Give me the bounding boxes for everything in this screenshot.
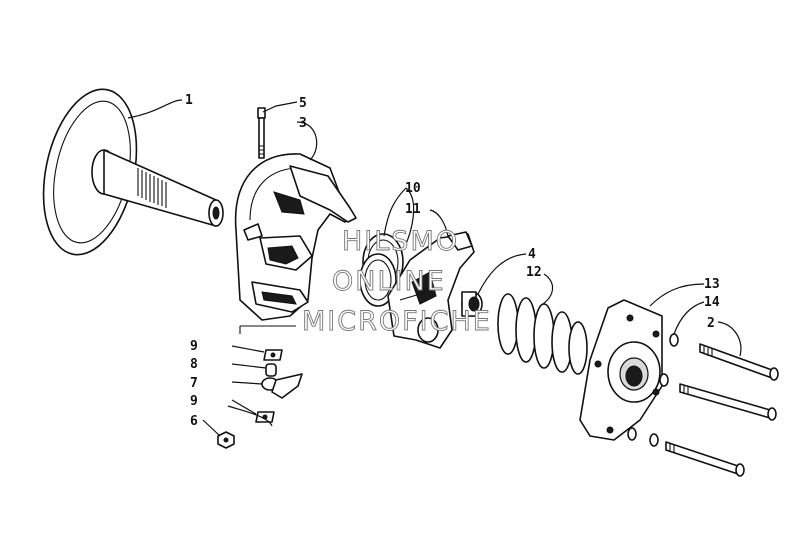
part-5-bolt[interactable] <box>257 107 266 159</box>
callout-3: 3 <box>299 116 307 131</box>
callout-4: 4 <box>528 247 536 262</box>
leader-lines <box>127 99 742 437</box>
part-11-cam-arm[interactable] <box>387 231 475 349</box>
part-9-washer-upper[interactable] <box>263 349 283 361</box>
part-3-spider-cover[interactable] <box>234 153 357 334</box>
callout-9-lower: 9 <box>190 394 198 409</box>
callout-11: 11 <box>405 202 421 217</box>
watermark-line-1: HILSMO <box>342 226 459 257</box>
callout-14: 14 <box>704 295 720 310</box>
part-10-o-rings[interactable] <box>359 233 404 307</box>
callout-9-upper: 9 <box>190 339 198 354</box>
part-12-spring[interactable] <box>497 293 588 375</box>
callout-labels: 1 2 3 4 5 6 7 8 9 9 10 11 12 13 14 <box>185 93 720 429</box>
callout-10: 10 <box>405 181 421 196</box>
callout-2: 2 <box>707 316 715 331</box>
part-8-roller[interactable] <box>265 363 277 377</box>
watermark: HILSMO ONLINE MICROFICHE <box>302 226 492 338</box>
part-2-screws[interactable] <box>665 343 779 477</box>
part-1-movable-sheave[interactable] <box>29 81 224 264</box>
part-14-washers[interactable] <box>627 333 679 447</box>
part-7-weight-arm[interactable] <box>261 373 303 399</box>
callout-12: 12 <box>526 265 542 280</box>
callout-6: 6 <box>190 414 198 429</box>
part-9-washer-lower[interactable] <box>255 411 275 423</box>
watermark-line-3: MICROFICHE <box>302 306 492 337</box>
callout-5: 5 <box>299 96 307 111</box>
callout-13: 13 <box>704 277 720 292</box>
callout-7: 7 <box>190 376 198 391</box>
part-4-nut[interactable] <box>461 291 483 317</box>
part-6-nut[interactable] <box>217 431 235 449</box>
part-13-end-cap[interactable] <box>579 299 663 441</box>
watermark-line-2: ONLINE <box>332 266 446 297</box>
callout-8: 8 <box>190 357 198 372</box>
callout-1: 1 <box>185 93 193 108</box>
